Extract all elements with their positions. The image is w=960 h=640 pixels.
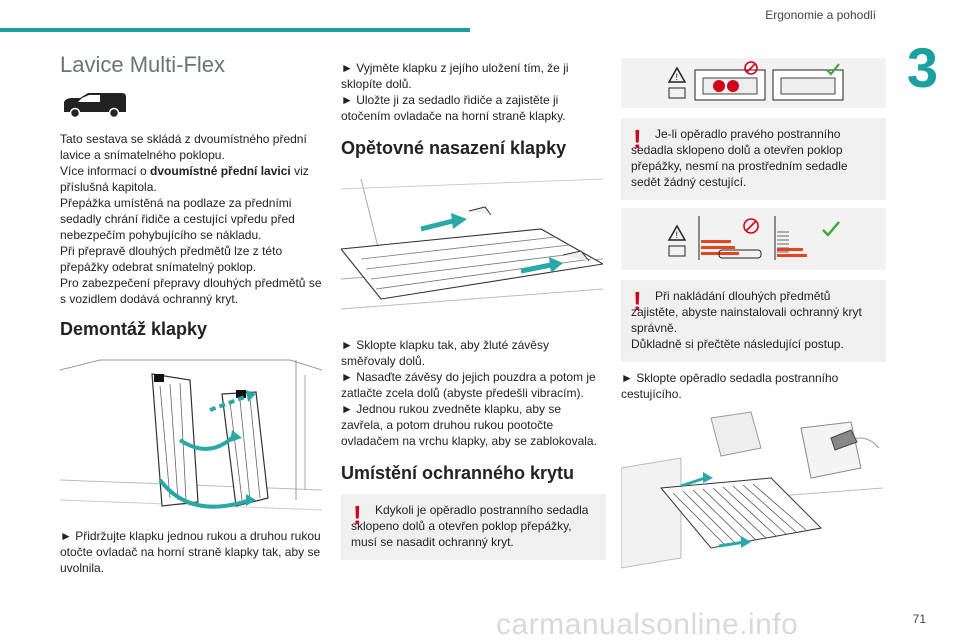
van-icon — [64, 93, 126, 119]
section-heading-cover: Umístění ochranného krytu — [341, 463, 575, 483]
remove-step: ► Vyjměte klapku z jejího uložení tím, ž… — [341, 61, 569, 91]
flap-removal-illustration — [60, 350, 322, 522]
column-1: Lavice Multi-Flex Tato sestava se skládá… — [60, 52, 322, 576]
warning-text: Při nakládání dlouhých předmětů zajistět… — [631, 289, 862, 351]
column-2: ► Vyjměte klapku z jejího uložení tím, ž… — [341, 60, 606, 568]
warning-triangle-icon: ! — [667, 66, 686, 83]
refit-step: ► Sklopte klapku tak, aby žluté závěsy s… — [341, 338, 549, 368]
intro-line: Přepážka umístěná na podlaze za předními… — [60, 196, 295, 242]
intro-text: Tato sestava se skládá z dvoumístného př… — [60, 131, 322, 307]
warning-text: Kdykoli je opěradlo postranního sedadla … — [351, 503, 589, 549]
flap-refit-illustration — [341, 169, 603, 331]
cover-step: ► Sklopte opěradlo sedadla postranního c… — [621, 371, 839, 401]
page-number: 71 — [912, 612, 926, 626]
pictogram-panel: ! — [621, 58, 886, 108]
warning-icon: ! — [633, 286, 642, 316]
intro-line-bold: dvoumístné přední lavici — [150, 164, 291, 178]
warning-icon: ! — [353, 500, 362, 530]
protective-cover-illustration — [621, 408, 883, 578]
refit-step: ► Jednou rukou zvedněte klapku, aby se z… — [341, 402, 597, 448]
stow-step: ► Uložte ji za sedadlo řidiče a zajistět… — [341, 93, 566, 123]
chapter-number: 3 — [906, 36, 938, 99]
page-title: Lavice Multi-Flex — [60, 52, 226, 77]
section-heading-refit: Opětovné nasazení klapky — [341, 138, 567, 158]
warning-text: Je-li opěradlo pravého postranního sedad… — [631, 127, 848, 189]
intro-line: Tato sestava se skládá z dvoumístného př… — [60, 132, 307, 162]
svg-text:!: ! — [675, 72, 678, 82]
load-pictogram-illustration: ! — [667, 216, 840, 260]
intro-line: Při přepravě dlouhých předmětů lze z tét… — [60, 244, 283, 274]
section-heading-removal: Demontáž klapky — [60, 319, 208, 339]
watermark: carmanualsonline.info — [496, 608, 799, 640]
section-title: Ergonomie a pohodlí — [765, 8, 876, 22]
removal-step: ► Přidržujte klapku jednou rukou a druho… — [60, 529, 321, 575]
svg-text:!: ! — [675, 230, 678, 240]
warning-box-long-items: ! Při nakládání dlouhých předmětů zajist… — [621, 280, 886, 362]
column-3: ! ! Je-li opěradlo pravého postranního s… — [621, 52, 886, 584]
warning-box: ! Kdykoli je opěradlo postranního sedadl… — [341, 494, 606, 560]
refit-step: ► Nasaďte závěsy do jejich pouzdra a pot… — [341, 370, 596, 400]
intro-line-pre: Více informací o — [60, 164, 151, 178]
seat-pictogram-illustration: ! — [667, 61, 843, 101]
warning-box-middle-seat: ! Je-li opěradlo pravého postranního sed… — [621, 118, 886, 200]
header-accent-bar — [0, 28, 470, 32]
warning-icon: ! — [633, 124, 642, 154]
pictogram-panel: ! — [621, 208, 886, 270]
intro-line-post: viz příslušná kapitola. — [60, 164, 309, 194]
intro-line: Pro zabezpečení přepravy dlouhých předmě… — [60, 276, 322, 306]
